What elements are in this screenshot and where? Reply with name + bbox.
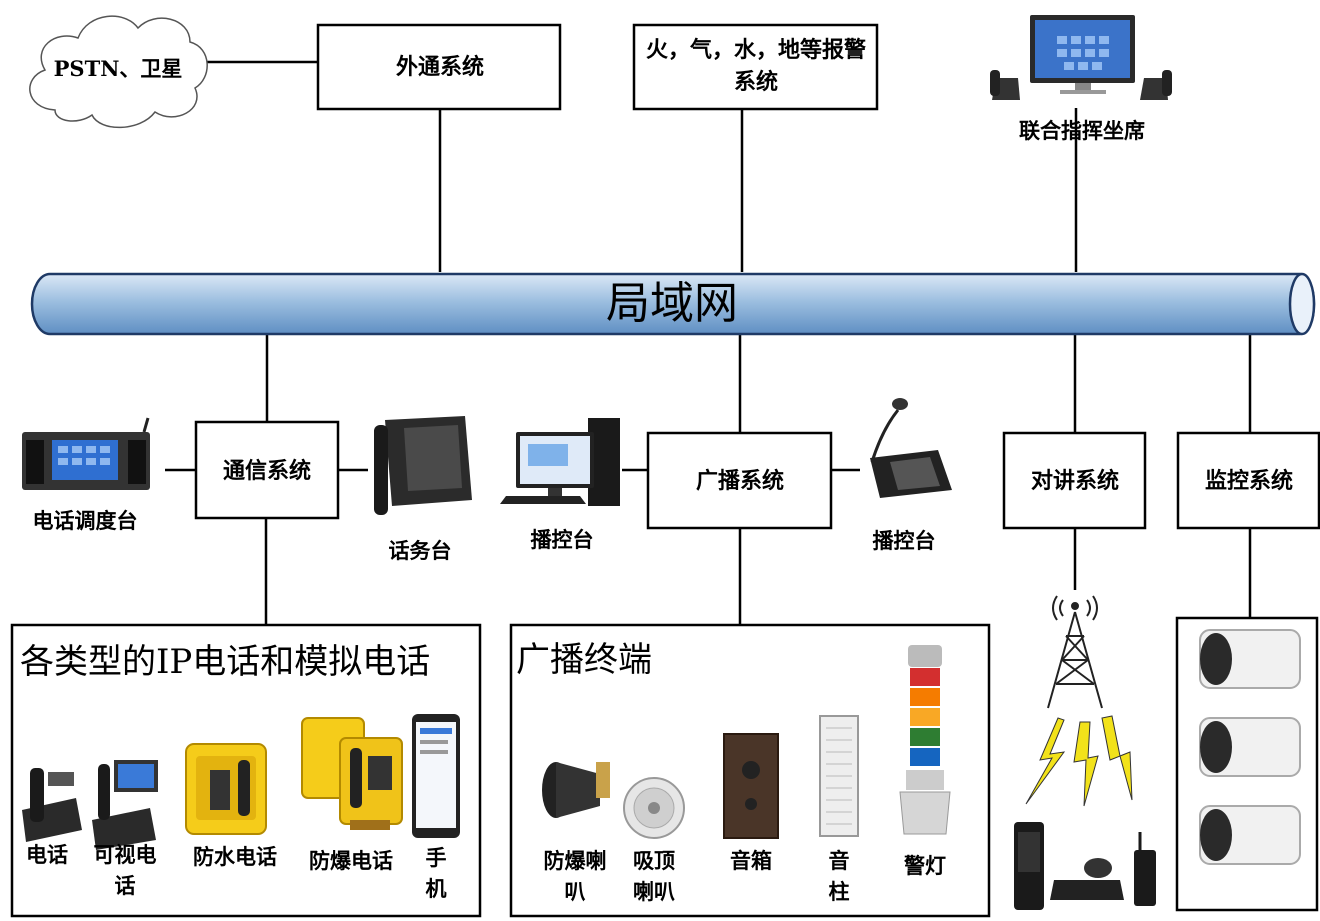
walkie-talkie-illustration [1014, 822, 1156, 910]
comm-system-label: 通信系统 [223, 458, 311, 484]
broadcast-item-1a: 防爆喇 [544, 848, 607, 873]
column-speaker-illustration [819, 715, 859, 837]
monitor-system-box [1176, 431, 1320, 530]
phone-item-1: 电话 [26, 842, 68, 867]
phone-item-5a: 手 [426, 845, 447, 870]
broadcast-group-title: 广播终端 [516, 640, 652, 680]
monitor-system-label: 监控系统 [1205, 468, 1293, 494]
horn-speaker-illustration [542, 762, 610, 818]
broadcast-control-left-label: 播控台 [531, 527, 594, 552]
lan-label: 局域网 [606, 278, 738, 329]
broadcast-item-4a: 音 [829, 848, 850, 873]
phone-item-4: 防爆电话 [309, 848, 393, 873]
radio-tower-illustration [1047, 595, 1103, 709]
broadcast-item-3: 音箱 [730, 848, 772, 873]
phone-item-3: 防水电话 [193, 844, 277, 869]
warning-light-illustration [899, 645, 951, 835]
operator-console-illustration [374, 416, 472, 515]
camera-2-illustration [1199, 717, 1301, 777]
broadcast-item-2a: 吸顶 [633, 848, 675, 873]
external-system-label: 外通系统 [396, 54, 484, 80]
broadcast-control-right-label: 播控台 [873, 528, 936, 553]
comm-system-box [194, 420, 340, 520]
lightning-icon [1025, 715, 1133, 807]
command-seat-illustration [990, 15, 1172, 100]
dispatch-console-illustration [22, 417, 150, 490]
broadcast-pc-illustration [500, 418, 620, 506]
cloud-label: PSTN、卫星 [54, 56, 183, 81]
broadcast-item-5: 警灯 [903, 853, 946, 878]
camera-3-illustration [1199, 805, 1301, 865]
dispatch-console-label: 电话调度台 [33, 508, 138, 533]
speaker-box-illustration [723, 733, 779, 839]
broadcast-item-2b: 喇叭 [633, 879, 675, 904]
broadcast-item-1b: 叭 [565, 879, 586, 904]
lan-pipe: 局域网 [30, 272, 1316, 336]
camera-1-illustration [1199, 629, 1301, 689]
ceiling-speaker-illustration [623, 777, 685, 839]
phone-item-5b: 机 [426, 876, 447, 901]
broadcast-item-4b: 柱 [829, 879, 850, 904]
alarm-system-label-line2: 系统 [734, 69, 778, 95]
desk-phone-illustration [22, 768, 82, 842]
connector-lines [165, 60, 1252, 625]
alarm-system-box [632, 23, 879, 111]
operator-console-label: 话务台 [389, 538, 452, 563]
broadcast-mic-console-illustration [870, 398, 952, 498]
command-seat-label: 联合指挥坐席 [1019, 118, 1145, 143]
alarm-system-label-line1: 火，气，水，地等报警 [646, 37, 866, 63]
phone-item-2a: 可视电 [94, 842, 157, 867]
broadcast-system-label: 广播系统 [696, 468, 784, 494]
waterproof-phone-illustration [185, 743, 267, 835]
intercom-system-box [1002, 431, 1147, 530]
explosion-proof-phone-illustration [301, 717, 403, 830]
external-system-box [316, 23, 562, 111]
mobile-phone-illustration [412, 714, 460, 838]
pstn-cloud: PSTN、卫星 [29, 15, 208, 129]
phone-group-title: 各类型的IP电话和模拟电话 [20, 642, 430, 682]
video-phone-illustration [92, 760, 158, 850]
broadcast-system-box [646, 431, 833, 530]
phone-item-2b: 话 [115, 873, 136, 898]
intercom-system-label: 对讲系统 [1031, 468, 1119, 494]
